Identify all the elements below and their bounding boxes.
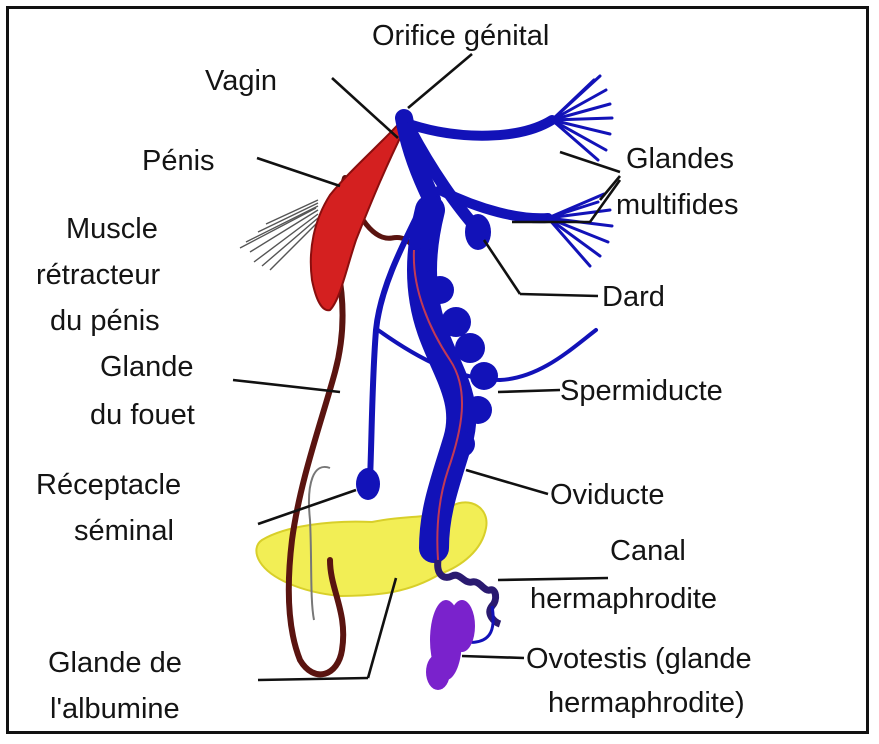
label-muscle-1: Muscle (66, 213, 158, 245)
label-glandes-multifides-2: multifides (616, 189, 739, 221)
label-penis: Pénis (142, 145, 215, 177)
label-receptacle-1: Réceptacle (36, 469, 181, 501)
label-orifice-genital: Orifice génital (372, 20, 549, 52)
label-glande-fouet-2: du fouet (90, 399, 195, 431)
label-glande-albumine-2: l'albumine (50, 693, 180, 725)
label-glande-fouet-1: Glande (100, 351, 194, 383)
seminal-receptacle (356, 468, 380, 500)
label-dard: Dard (602, 281, 665, 313)
label-glande-albumine-1: Glande de (48, 647, 182, 679)
label-muscle-2: rétracteur (36, 259, 160, 291)
labels: Orifice génital Vagin Pénis Muscle rétra… (36, 20, 752, 725)
label-muscle-3: du pénis (50, 305, 160, 337)
label-canal-1: Canal (610, 535, 686, 567)
label-ovotestis-1: Ovotestis (glande (526, 643, 752, 675)
label-spermiducte: Spermiducte (560, 375, 723, 407)
label-oviducte: Oviducte (550, 479, 664, 511)
label-ovotestis-2: hermaphrodite) (548, 687, 745, 719)
label-receptacle-2: séminal (74, 515, 174, 547)
label-glandes-multifides-1: Glandes (626, 143, 734, 175)
label-canal-2: hermaphrodite (530, 583, 717, 615)
retractor-muscle (240, 200, 318, 270)
ovotestis (426, 600, 475, 690)
label-vagin: Vagin (205, 65, 277, 97)
